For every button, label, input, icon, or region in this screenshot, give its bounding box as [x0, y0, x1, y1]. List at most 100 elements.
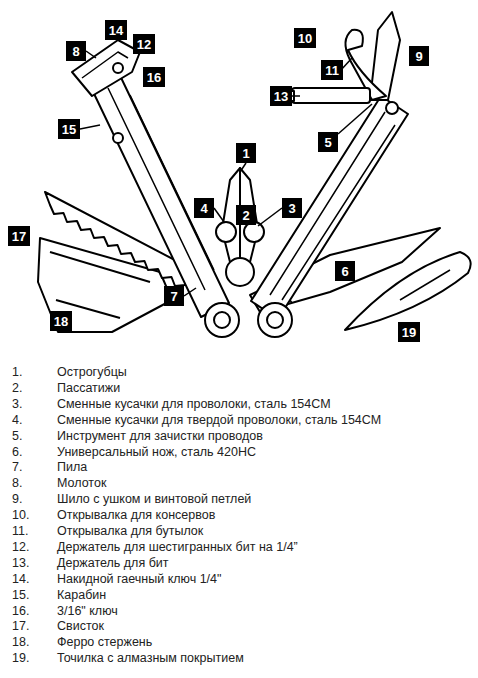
callout-number: 15	[62, 122, 76, 137]
leader-line	[86, 51, 96, 58]
part-name: Молоток	[57, 476, 106, 491]
sharpener-slot	[400, 270, 450, 300]
list-number: 13.	[12, 556, 29, 571]
part-name: Карабин	[57, 588, 106, 603]
callout-number: 14	[109, 23, 123, 38]
pivot-screw	[267, 312, 283, 328]
part-name: Держатель для бит	[57, 556, 169, 571]
part-name: Сменные кусачки для твердой проволоки, с…	[57, 413, 381, 428]
handle-slot	[270, 112, 395, 300]
part-name: Пила	[57, 460, 87, 475]
callout-number: 11	[325, 63, 339, 78]
callout-number: 7	[170, 289, 177, 304]
bit-holder	[292, 88, 370, 103]
list-number: 9.	[12, 492, 22, 507]
callout-box: 17	[8, 226, 30, 246]
part-name: Острогубцы	[57, 365, 127, 380]
callout-number: 8	[72, 44, 79, 59]
callout-number: 19	[402, 325, 416, 340]
part-name: Открывалка для консервов	[57, 508, 215, 523]
pivot	[258, 303, 292, 337]
part-name: Накидной гаечный ключ 1/4"	[57, 572, 221, 587]
part-name: Универсальный нож, сталь 420HC	[57, 445, 256, 460]
leader-line	[258, 208, 282, 226]
hammer-detail	[82, 52, 128, 78]
callout-number: 13	[274, 89, 288, 104]
callout-box: 3	[282, 198, 302, 218]
callout-box: 13	[270, 86, 292, 106]
callout-box: 4	[194, 198, 214, 218]
callout-box: 14	[105, 20, 127, 40]
list-number: 4.	[12, 413, 22, 428]
list-number: 17.	[12, 619, 29, 634]
leader-line	[80, 125, 100, 129]
leader-line	[338, 104, 372, 134]
plier-pivot	[226, 258, 254, 286]
callout-number: 17	[12, 229, 26, 244]
callout-number: 2	[242, 208, 249, 223]
callout-number: 9	[415, 49, 422, 64]
callout-box: 5	[318, 132, 338, 152]
hex-wrench-hole	[113, 63, 123, 73]
list-number: 8.	[12, 476, 22, 491]
list-number: 11.	[12, 524, 28, 539]
list-number: 15.	[12, 588, 29, 603]
left-handle	[86, 63, 229, 317]
callout-number: 1	[242, 146, 249, 161]
handle-slot	[108, 88, 214, 290]
list-number: 1.	[12, 365, 22, 380]
leader-line	[184, 288, 196, 296]
list-number: 5.	[12, 429, 22, 444]
callout-box: 12	[133, 34, 155, 54]
part-name: Шило с ушком и винтовой петлей	[57, 492, 251, 507]
callout-number: 16	[147, 70, 161, 85]
list-number: 18.	[12, 635, 29, 650]
list-number: 3.	[12, 397, 22, 412]
callout-number: 5	[324, 135, 331, 150]
callout-number: 4	[200, 201, 207, 216]
part-name: Свисток	[57, 619, 104, 634]
part-name: Пассатижи	[57, 381, 120, 396]
pivot-screw	[214, 312, 230, 328]
callout-number: 6	[341, 264, 348, 279]
callout-box: 16	[143, 67, 165, 87]
list-number: 14.	[12, 572, 29, 587]
list-number: 10.	[12, 508, 29, 523]
callout-box: 8	[66, 41, 86, 61]
callout-box: 19	[398, 322, 420, 342]
part-name: Ферро стержень	[57, 635, 152, 650]
callout-box: 1	[236, 143, 256, 163]
callout-box: 18	[50, 311, 72, 331]
list-number: 6.	[12, 445, 22, 460]
callout-box: 7	[164, 286, 184, 306]
list-number: 12.	[12, 540, 29, 555]
callout-box: 9	[409, 46, 429, 66]
list-number: 16.	[12, 604, 29, 619]
callout-box: 10	[294, 28, 316, 48]
callout-number: 10	[298, 31, 312, 46]
part-name: Инструмент для зачистки проводов	[57, 429, 263, 444]
part-name: 3/16" ключ	[57, 604, 118, 619]
callout-box: 15	[58, 119, 80, 139]
list-number: 7.	[12, 460, 22, 475]
wire-cutter	[216, 222, 236, 242]
callout-box: 6	[335, 261, 355, 281]
wire-cutter	[244, 222, 264, 242]
list-number: 19.	[12, 651, 29, 666]
leader-line	[240, 163, 246, 172]
right-handle	[251, 96, 408, 319]
rivet	[113, 133, 123, 143]
sharpener	[345, 252, 471, 330]
callout-box: 2	[236, 205, 256, 225]
callout-number: 3	[288, 201, 295, 216]
part-name: Открывалка для бутылок	[57, 524, 203, 539]
pivot	[205, 303, 239, 337]
callout-box: 11	[321, 60, 343, 80]
rivet	[386, 102, 398, 114]
part-name: Точилка с алмазным покрытием	[57, 651, 244, 666]
leader-line	[214, 208, 224, 222]
list-number: 2.	[12, 381, 22, 396]
callout-number: 18	[54, 314, 68, 329]
part-name: Держатель для шестигранных бит на 1/4”	[57, 540, 298, 555]
